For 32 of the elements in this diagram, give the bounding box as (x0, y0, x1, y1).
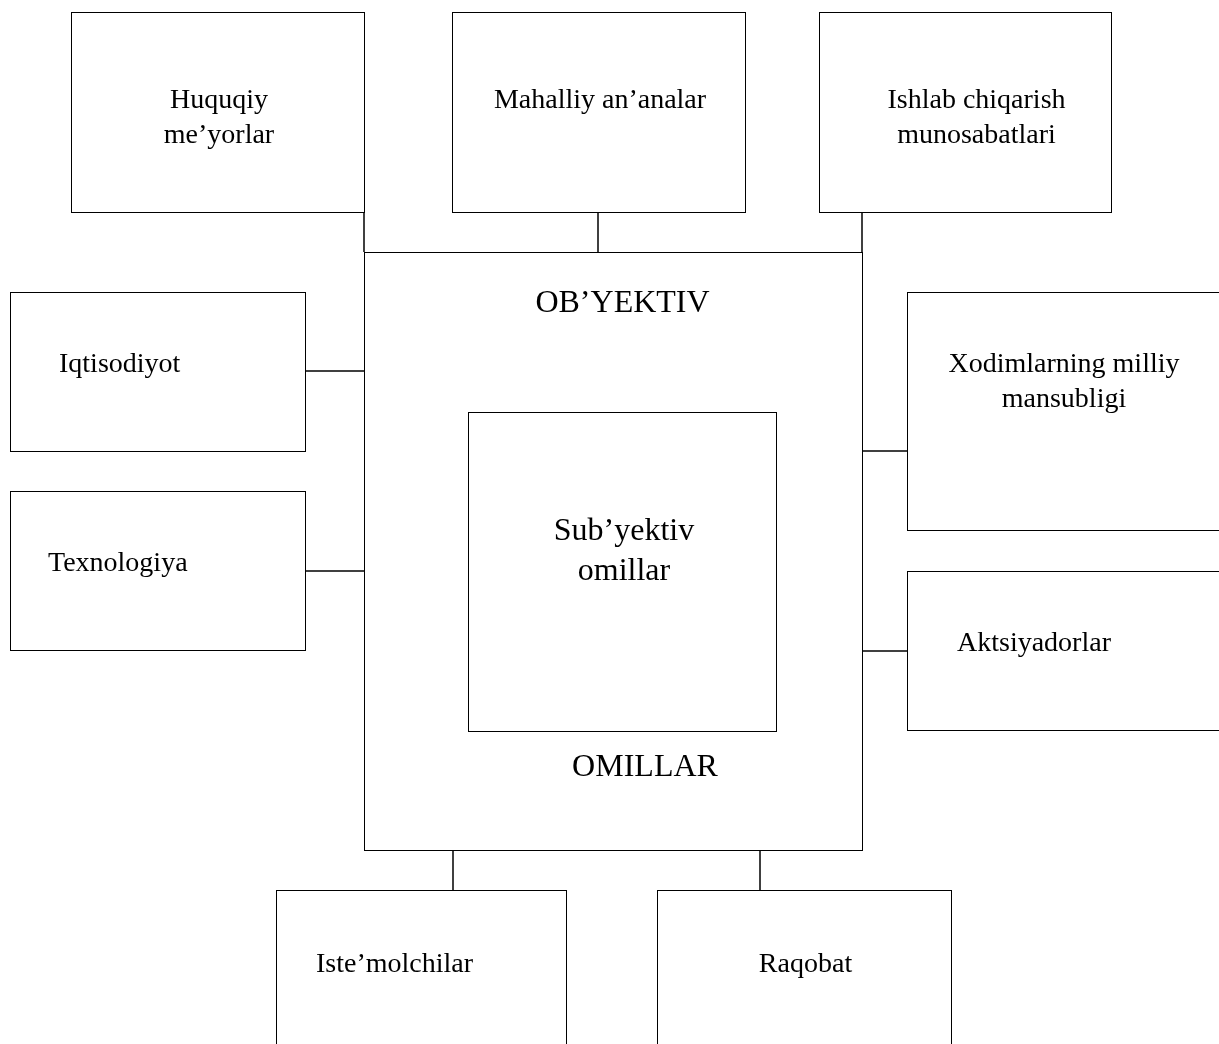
factor-box (819, 12, 1112, 213)
connector-line (862, 650, 908, 652)
box-label: Raqobat (757, 946, 854, 980)
box-label: Aktsiyadorlar (957, 625, 1112, 659)
factor-box (364, 252, 863, 851)
box-label: OB’YEKTIV (534, 282, 711, 321)
connector-line (861, 212, 863, 253)
factor-box (452, 12, 746, 213)
connector-line (759, 850, 761, 891)
connector-line (862, 450, 908, 452)
factor-box (10, 292, 306, 452)
box-label: Mahalliy an’analar (493, 82, 707, 116)
box-label: Texnologiya (48, 545, 189, 579)
box-label: Iqtisodiyot (59, 346, 182, 380)
box-label: Iste’molchilar (316, 946, 475, 980)
factor-box (657, 890, 952, 1044)
connector-line (452, 850, 454, 891)
factor-box (907, 571, 1219, 731)
factor-box (10, 491, 306, 651)
box-label: Xodimlarning milliy mansubligi (947, 346, 1181, 415)
box-label: OMILLAR (571, 746, 719, 785)
factor-box (71, 12, 365, 213)
factor-box (907, 292, 1219, 531)
factor-box (468, 412, 777, 732)
connector-line (597, 212, 599, 253)
box-label: Sub’yektiv omillar (552, 510, 696, 589)
connector-line (305, 370, 365, 372)
connector-line (305, 570, 365, 572)
box-label: Ishlab chiqarish munosabatlari (886, 82, 1067, 151)
factor-box (276, 890, 567, 1044)
connector-line (363, 212, 365, 253)
box-label: Huquqiy me’yorlar (162, 82, 276, 151)
